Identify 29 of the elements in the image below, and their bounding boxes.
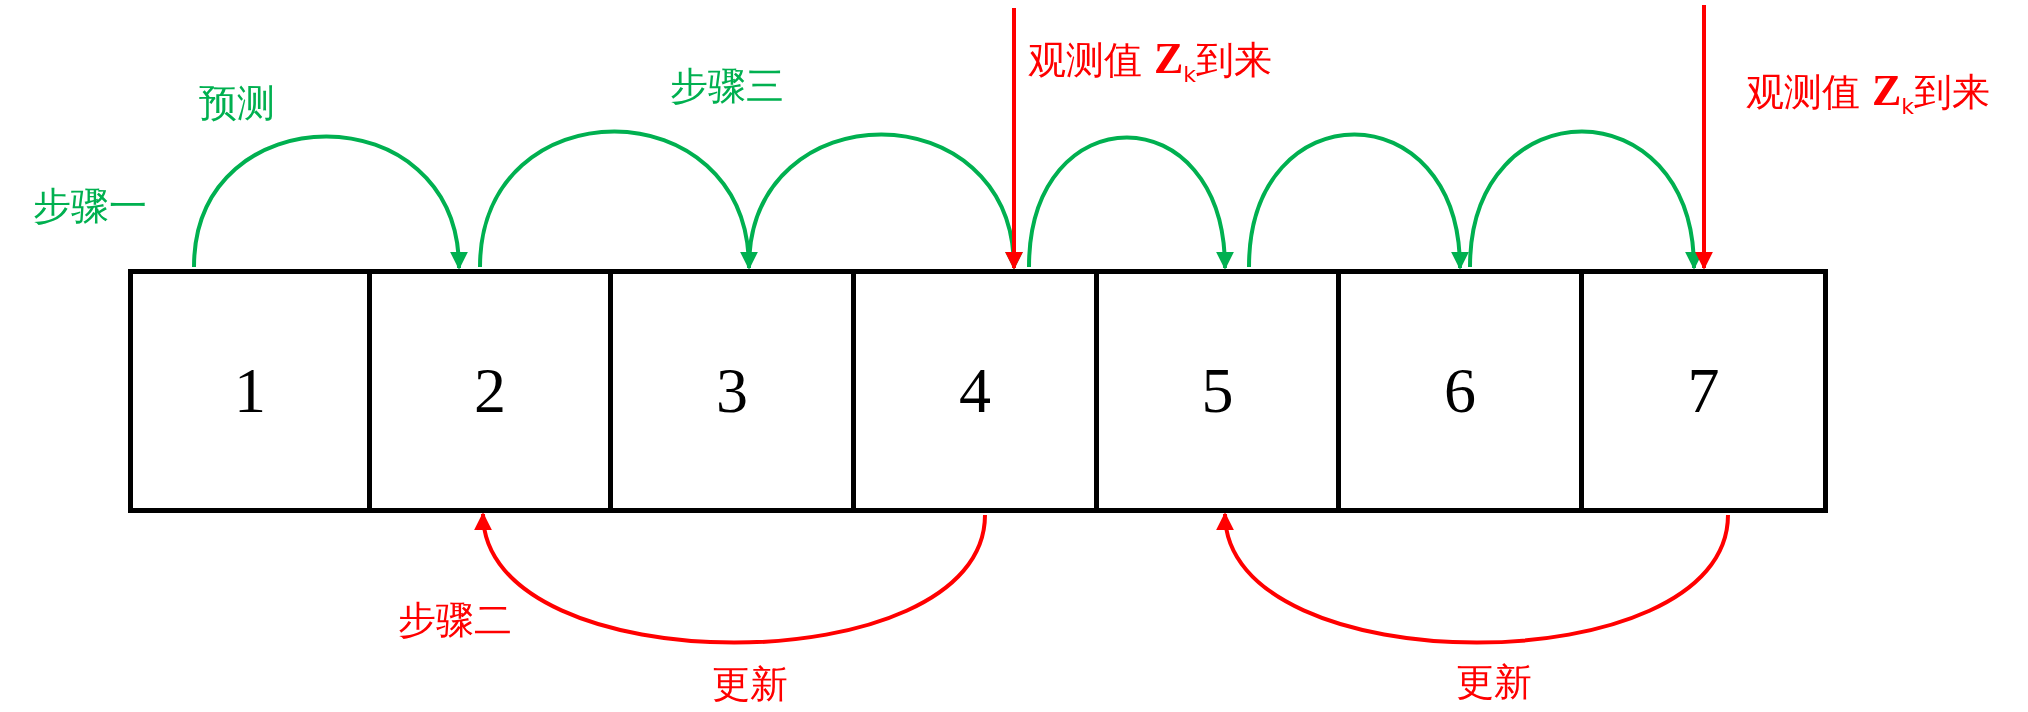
arrow [1005, 8, 1023, 270]
cell-number: 5 [1201, 354, 1234, 428]
arrow [192, 134, 466, 270]
step-label: 步骤一 [33, 186, 147, 228]
cell-box [613, 269, 856, 513]
step-label: 步骤二 [398, 600, 512, 642]
step-label: 步骤三 [670, 66, 784, 108]
cell-box [372, 269, 613, 513]
cell-box [856, 269, 1099, 513]
arrow [1247, 132, 1468, 270]
cell-number: 1 [234, 354, 266, 428]
cell-box [1341, 269, 1584, 513]
cell-box [1584, 269, 1828, 513]
cell-number: 3 [716, 354, 748, 428]
edge-label: 更新 [1456, 662, 1532, 704]
edge-label: 预测 [199, 83, 275, 125]
cell-number: 2 [474, 354, 506, 428]
arrow [1468, 129, 1702, 270]
cell-number: 6 [1444, 354, 1476, 428]
cell-number: 7 [1687, 354, 1720, 428]
arrow [478, 129, 756, 270]
arrow [1027, 135, 1233, 270]
edge-label: 观测值 Z$_{k}$到来 [1745, 67, 1991, 119]
edge-label: 观测值 Z$_{k}$到来 [1027, 35, 1273, 87]
cell-box [128, 269, 372, 513]
cell-box [1099, 269, 1341, 513]
arrow [1695, 5, 1713, 270]
edge-label: 更新 [712, 664, 788, 706]
cell-number: 4 [959, 354, 991, 428]
